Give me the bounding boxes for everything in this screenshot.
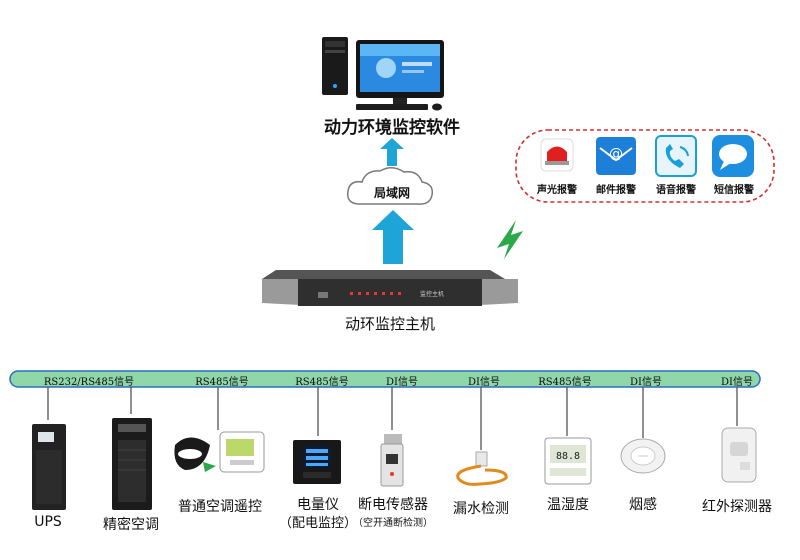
alarm-label-light: 声光报警 [537, 185, 577, 196]
device-label-power-off-sensor: 断电传感器 [358, 497, 428, 513]
bus-signal-label: DI信号 [386, 377, 418, 388]
device-sublabel-power-off-sensor: （空开通断检测） [353, 518, 433, 529]
bus-signal-label: RS485信号 [295, 377, 349, 388]
bus-drop-lines [47, 387, 738, 450]
device-label-temp-humidity: 温湿度 [547, 497, 589, 513]
alarm-group-box [515, 129, 775, 203]
device-label-water-leak: 漏水检测 [453, 501, 509, 517]
ac-remote-device-icon [174, 431, 265, 473]
monitoring-host-device [262, 270, 518, 306]
bus-signal-label: RS232/RS485信号 [43, 377, 135, 388]
bus-signal-label: DI信号 [468, 377, 500, 388]
device-label-ac-remote: 普通空调遥控 [178, 499, 262, 515]
uplink-arrow-top [380, 138, 404, 166]
network-label: 局域网 [373, 186, 411, 200]
infrared-detector-device-icon [721, 427, 757, 483]
svg-text:88.8: 88.8 [556, 451, 580, 462]
alarm-light-icon [540, 138, 574, 172]
bus-signal-label: RS485信号 [538, 377, 592, 388]
bus-signal-label: RS485信号 [195, 377, 249, 388]
bus-signal-label: DI信号 [630, 377, 662, 388]
host-label: 动环监控主机 [344, 315, 436, 333]
cloud-icon [346, 167, 434, 205]
device-label-precision-ac: 精密空调 [103, 517, 159, 533]
device-sublabel-power-meter: （配电监控） [278, 516, 358, 531]
precision-ac-device-icon [112, 418, 152, 510]
computer-icon [322, 37, 444, 111]
power-off-sensor-device-icon [380, 434, 404, 487]
uplink-arrow-main [372, 210, 414, 264]
svg-text:@: @ [609, 146, 623, 162]
alarm-label-voice: 语音报警 [656, 185, 696, 196]
wireless-signal-icon [497, 220, 523, 259]
alarm-label-sms: 短信报警 [714, 185, 754, 196]
temp-humidity-device-icon: 88.8 [544, 437, 592, 485]
device-label-ups: UPS [34, 514, 62, 530]
water-leak-device-icon [456, 451, 508, 486]
power-meter-device-icon [293, 440, 341, 484]
host-panel-text: 监控主机 [420, 291, 445, 298]
smoke-detector-device-icon [620, 438, 666, 474]
device-label-smoke: 烟感 [629, 497, 657, 513]
alarm-label-mail: 邮件报警 [596, 185, 636, 196]
software-title: 动力环境监控软件 [324, 118, 460, 138]
mail-icon: @ [596, 137, 636, 175]
sms-icon [712, 135, 754, 177]
ups-device-icon [32, 424, 66, 510]
bus-signal-label: DI信号 [721, 377, 753, 388]
phone-icon [655, 135, 697, 177]
device-label-power-meter: 电量仪 [297, 497, 339, 513]
signal-bus [9, 370, 761, 388]
device-label-infrared: 红外探测器 [702, 499, 772, 515]
